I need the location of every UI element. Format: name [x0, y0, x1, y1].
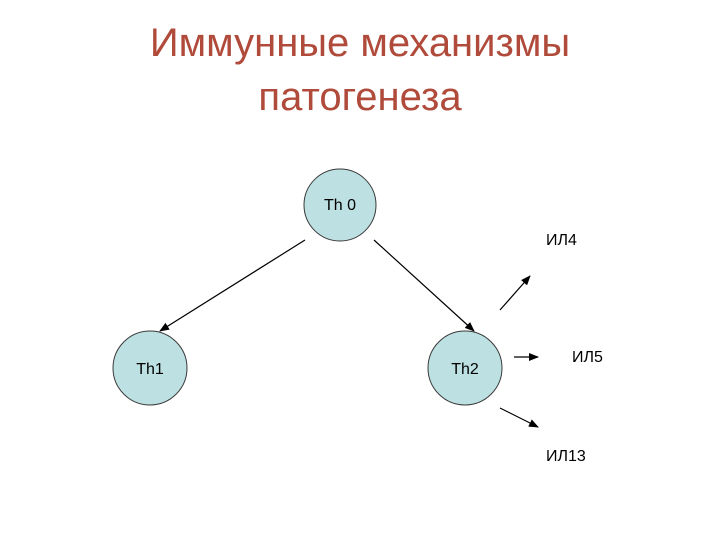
edge-th2-il13 — [499, 407, 539, 428]
output-il13: ИЛ13 — [546, 448, 586, 465]
node-th0: Th 0 — [303, 168, 377, 242]
node-th0-label: Th 0 — [324, 197, 356, 214]
edge-th0-th2 — [373, 239, 475, 332]
edge-th2-il4 — [499, 275, 531, 311]
slide-title: Иммунные механизмы патогенеза — [0, 16, 720, 124]
node-th2-circle — [427, 330, 503, 406]
node-th2: Th2 — [427, 330, 503, 406]
node-th1-label: Th1 — [136, 361, 164, 378]
node-th1-circle — [112, 330, 188, 406]
node-th1: Th1 — [112, 330, 188, 406]
node-th2-label: Th2 — [451, 361, 479, 378]
output-il5: ИЛ5 — [572, 349, 603, 366]
title-line-2: патогенеза — [258, 75, 462, 119]
node-th0-circle — [303, 168, 377, 242]
title-line-1: Иммунные механизмы — [149, 21, 571, 65]
output-il4: ИЛ4 — [546, 232, 577, 249]
edge-th0-th1 — [159, 239, 306, 332]
